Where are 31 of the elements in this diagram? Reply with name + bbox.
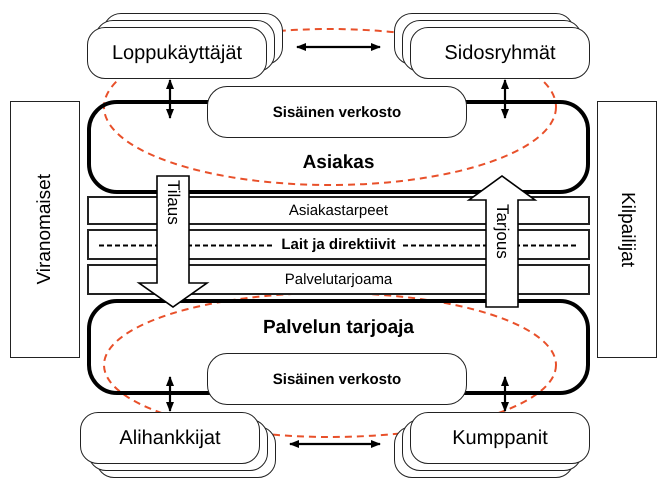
arrow [289, 440, 381, 448]
node-label: Kilpailijat [616, 192, 638, 267]
stacked-box [394, 412, 590, 478]
stacked-box [87, 13, 283, 79]
side-panel [597, 101, 657, 358]
node-label: Sisäinen verkosto [272, 104, 402, 120]
block-arrow [136, 175, 210, 308]
node-label: Sidosryhmät [443, 40, 557, 66]
stacked-box [394, 13, 590, 79]
arrow [501, 79, 509, 119]
node-label: Alihankkijat [118, 426, 222, 450]
edge-label: Tarjous [492, 204, 512, 259]
node-label: Sisäinen verkosto [272, 370, 402, 388]
node-label: Kumppanit [451, 426, 549, 450]
arrow [166, 79, 174, 119]
node-label: Asiakastarpeet [288, 202, 388, 219]
block-arrow [466, 175, 538, 308]
arrow [501, 376, 509, 412]
arrow [166, 376, 174, 412]
node-label: Loppukäyttäjät [110, 40, 244, 66]
side-panel [10, 101, 80, 358]
rounded-box [207, 86, 467, 138]
node-label: Palvelun tarjoaja [262, 317, 414, 339]
edge-label: Tilaus [163, 180, 183, 225]
node-label: Palvelutarjoama [284, 271, 392, 288]
node-label: Viranomaiset [34, 174, 56, 285]
node-label: Lait ja direktiivit [275, 236, 402, 253]
arrow [296, 43, 381, 51]
rounded-box [207, 353, 467, 405]
node-label: Asiakas [302, 152, 374, 174]
stacked-box [80, 412, 276, 478]
